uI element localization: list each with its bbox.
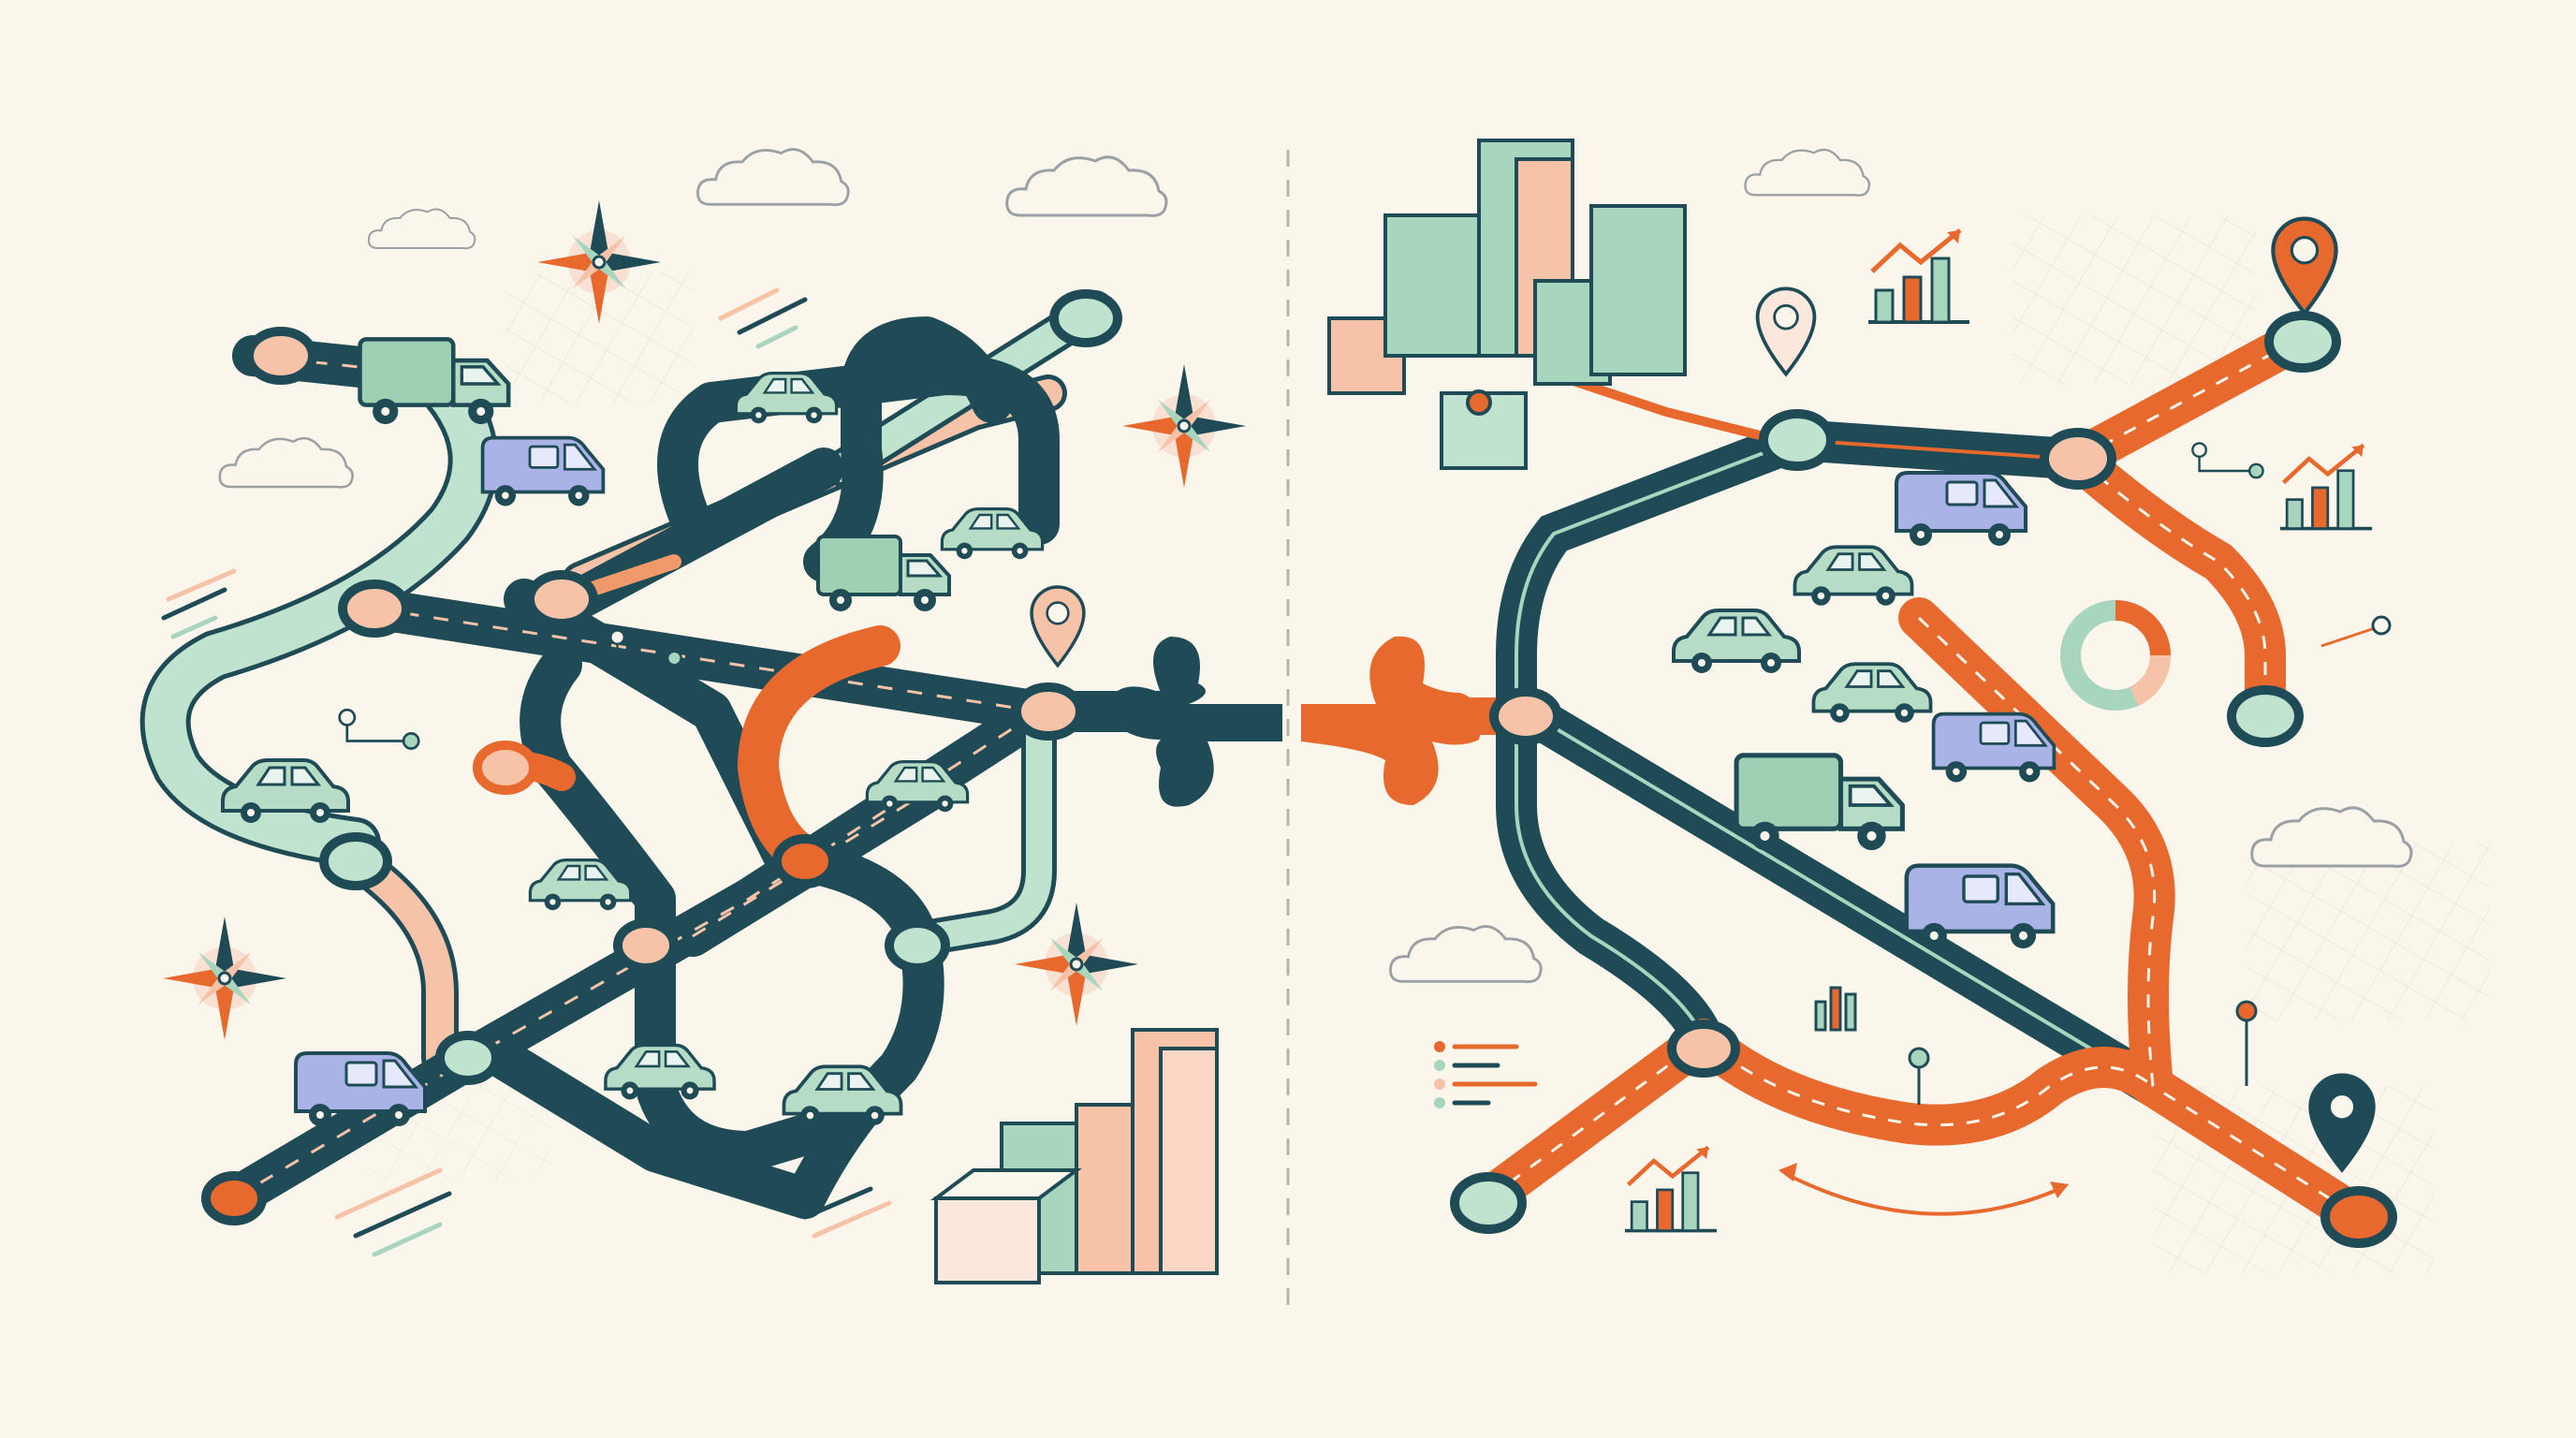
network-node-icon <box>1450 311 2397 1248</box>
network-node-icon <box>201 289 1122 1225</box>
cloud-icon <box>1388 925 1543 984</box>
car-icon <box>1674 610 1799 673</box>
isometric-building-icon <box>1327 139 1687 470</box>
tangled-road-network <box>139 290 1114 1219</box>
puzzle-piece-icon <box>1105 637 1282 807</box>
map-pin-icon <box>1030 585 1086 668</box>
network-node-icon <box>338 708 420 750</box>
van-icon <box>1896 473 2026 546</box>
van-icon <box>1931 712 2056 785</box>
bar-chart-up-icon <box>2280 445 2372 528</box>
cloud-icon <box>1004 154 1168 218</box>
car-icon <box>1813 664 1930 723</box>
decorative-lines <box>1434 1041 1538 1108</box>
cloud-icon <box>2250 806 2413 869</box>
compass-rose-icon <box>1120 362 1248 490</box>
curved-arrow-icon <box>1778 1163 2069 1216</box>
bar-chart-up-icon <box>1625 1147 1717 1230</box>
decorative-lines <box>161 287 892 1257</box>
delivery-truck-icon <box>1736 756 1902 850</box>
puzzle-piece-icon <box>1301 636 1482 805</box>
van-icon <box>1907 866 2053 948</box>
cloud-icon <box>1744 148 1871 197</box>
map-pin-icon <box>2273 219 2335 314</box>
cloud-icon <box>695 148 850 207</box>
cloud-icon <box>367 208 476 250</box>
car-icon <box>1794 547 1911 606</box>
bar-chart-up-icon <box>1814 986 1857 1032</box>
bar-chart-up-icon <box>1868 230 1969 322</box>
optimized-route-network <box>1468 316 2379 1238</box>
donut-chart-icon <box>2060 600 2172 711</box>
network-node-icon <box>2191 442 2264 479</box>
isometric-building-icon <box>930 1028 1219 1284</box>
map-pin-icon <box>1755 286 1817 376</box>
delivery-truck-icon <box>818 536 949 611</box>
compass-rose-icon <box>161 915 288 1042</box>
network-node-icon <box>1908 615 2392 1105</box>
cloud-icon <box>218 436 354 489</box>
van-icon <box>483 438 604 506</box>
